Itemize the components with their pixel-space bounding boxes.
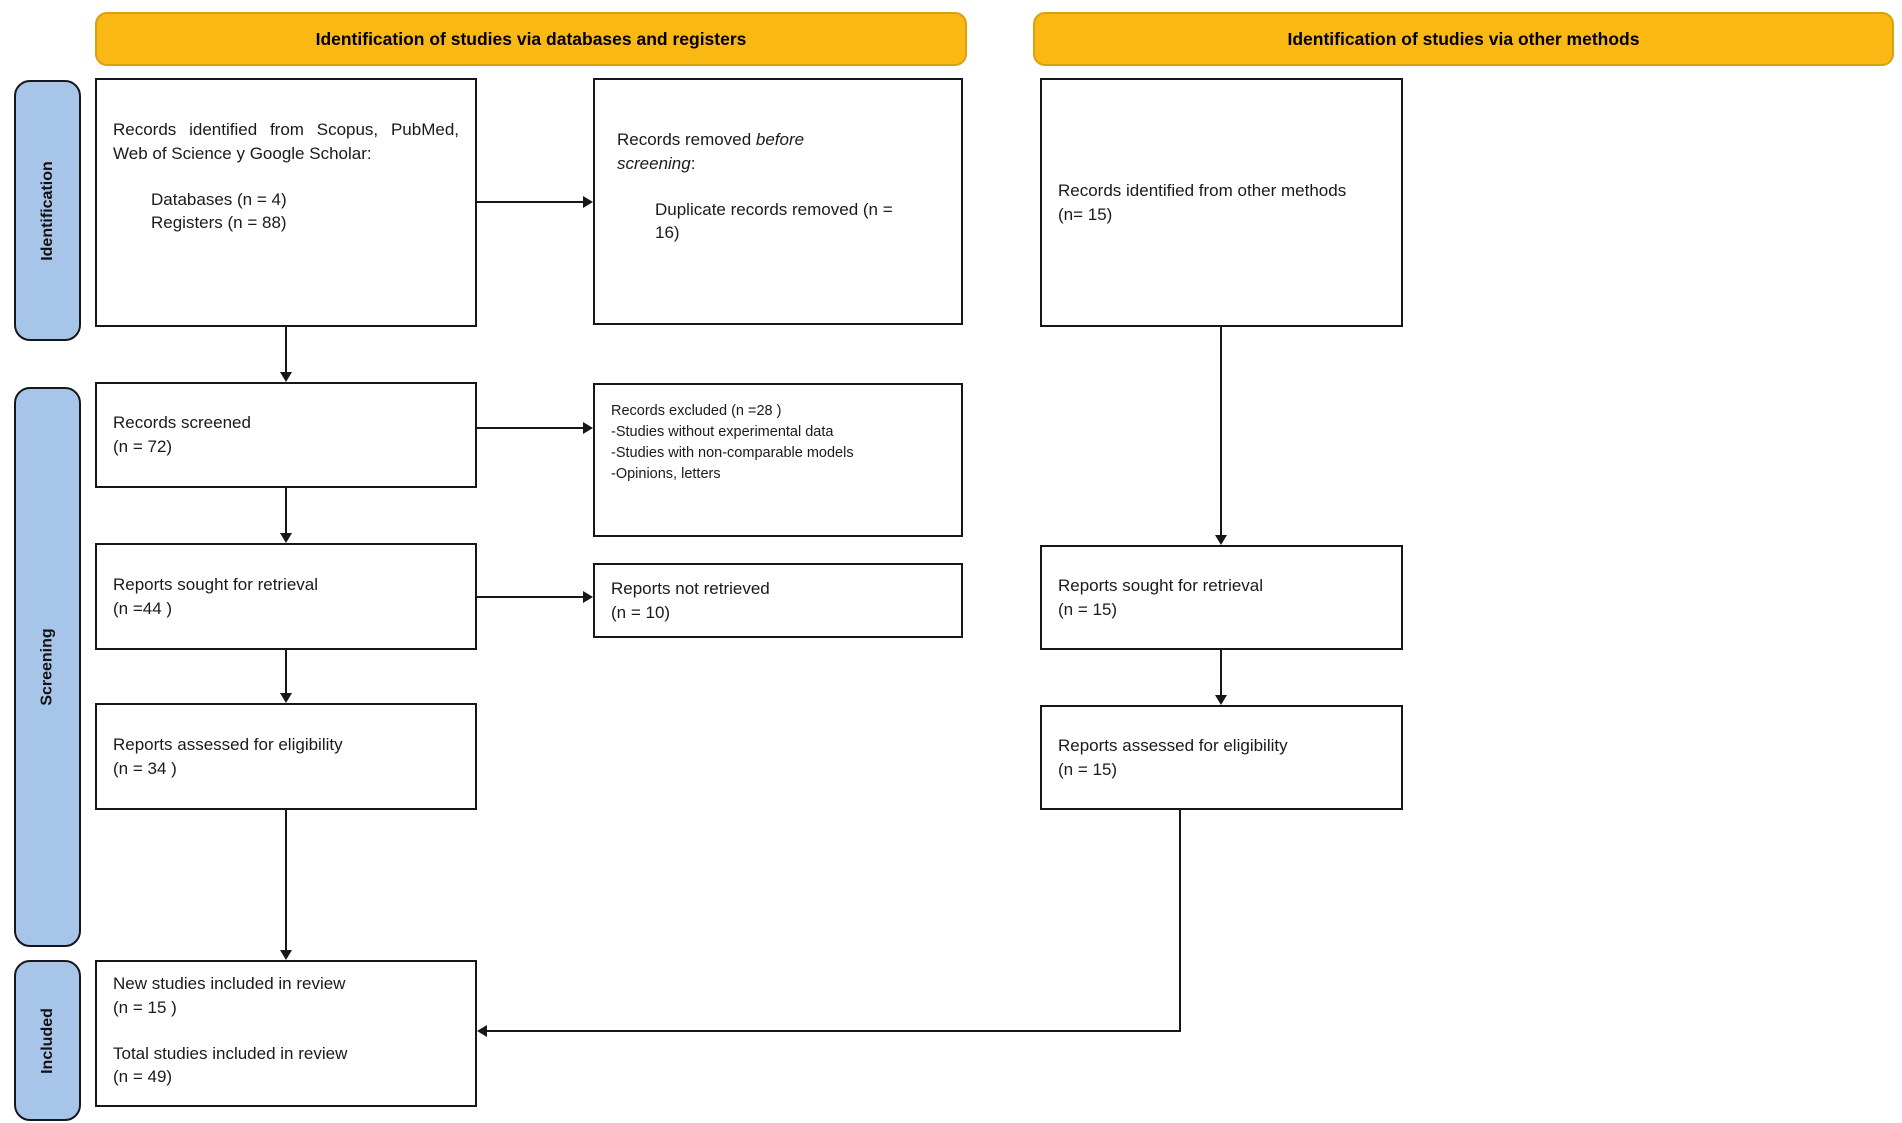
connector-sought-to-assessed-left	[285, 650, 287, 694]
box-records-other-methods: Records identified from other methods (n…	[1040, 78, 1403, 327]
arrowhead-sought-to-assessed-left	[280, 693, 292, 703]
records-identified-intro: Records identified from Scopus, PubMed, …	[113, 120, 459, 163]
connector-screened-to-excluded	[477, 427, 583, 429]
box-reports-not-retrieved: Reports not retrieved (n = 10)	[593, 563, 963, 638]
box-records-removed: Records removed before screening: Duplic…	[593, 78, 963, 325]
box-studies-included: New studies included in review (n = 15 )…	[95, 960, 477, 1107]
reports-sought-right-count: (n = 15)	[1058, 599, 1118, 619]
new-studies-included-count: (n = 15 )	[113, 997, 177, 1017]
reports-not-retrieved-label: Reports not retrieved	[611, 578, 770, 598]
reports-assessed-left-count: (n = 34 )	[113, 758, 177, 778]
box-records-screened: Records screened (n = 72)	[95, 382, 477, 488]
duplicates-removed: Duplicate records removed (n = 16)	[655, 199, 893, 243]
connector-assessed-to-included	[285, 810, 287, 951]
reports-sought-right-label: Reports sought for retrieval	[1058, 575, 1264, 595]
connector-assessed-right-elbow-horizontal	[487, 1030, 1181, 1032]
arrowhead-other-to-sought	[1215, 535, 1227, 545]
arrowhead-screened-to-excluded	[583, 422, 593, 434]
connector-screened-to-sought	[285, 488, 287, 534]
records-excluded-reason-2: -Studies with non-comparable models	[611, 445, 854, 462]
connector-sought-to-assessed-right	[1220, 650, 1222, 696]
connector-other-to-sought	[1220, 327, 1222, 536]
box-reports-sought-left: Reports sought for retrieval (n =44 )	[95, 543, 477, 650]
records-excluded-count: Records excluded (n =28 )	[611, 403, 782, 419]
records-other-methods-label: Records identified from other methods (n…	[1058, 180, 1347, 224]
reports-sought-left-label: Reports sought for retrieval	[113, 574, 319, 594]
connector-assessed-right-elbow-vertical	[1179, 810, 1181, 1032]
header-databases-registers: Identification of studies via databases …	[95, 12, 967, 66]
box-reports-assessed-right: Reports assessed for eligibility (n = 15…	[1040, 705, 1403, 810]
box-records-identified: Records identified from Scopus, PubMed, …	[95, 78, 477, 327]
records-screened-label: Records screened	[113, 413, 251, 433]
connector-identified-to-removed	[477, 201, 583, 203]
arrowhead-assessed-to-included	[280, 950, 292, 960]
box-reports-assessed-left: Reports assessed for eligibility (n = 34…	[95, 703, 477, 810]
stage-label-included: Included	[14, 960, 81, 1121]
total-studies-included-count: (n = 49)	[113, 1067, 173, 1087]
reports-assessed-right-label: Reports assessed for eligibility	[1058, 735, 1288, 755]
reports-assessed-right-count: (n = 15)	[1058, 759, 1118, 779]
arrowhead-sought-to-not-retrieved	[583, 591, 593, 603]
reports-not-retrieved-count: (n = 10)	[611, 602, 671, 622]
stage-label-identification: Identification	[14, 80, 81, 341]
records-identified-databases: Databases (n = 4)	[151, 189, 287, 209]
arrowhead-identified-to-screened	[280, 372, 292, 382]
arrowhead-screened-to-sought	[280, 533, 292, 543]
header-other-methods: Identification of studies via other meth…	[1033, 12, 1894, 66]
records-identified-registers: Registers (n = 88)	[151, 213, 287, 233]
arrowhead-elbow-to-included	[477, 1025, 487, 1037]
arrowhead-sought-to-assessed-right	[1215, 695, 1227, 705]
records-excluded-reason-3: -Opinions, letters	[611, 466, 721, 483]
stage-label-screening: Screening	[14, 387, 81, 947]
records-removed-label: Records removed before screening:	[617, 130, 805, 173]
total-studies-included-label: Total studies included in review	[113, 1043, 348, 1063]
records-excluded-reason-1: -Studies without experimental data	[611, 424, 834, 441]
box-reports-sought-right: Reports sought for retrieval (n = 15)	[1040, 545, 1403, 650]
box-records-excluded: Records excluded (n =28 ) -Studies witho…	[593, 383, 963, 537]
reports-assessed-left-label: Reports assessed for eligibility	[113, 734, 343, 754]
reports-sought-left-count: (n =44 )	[113, 598, 173, 618]
records-screened-count: (n = 72)	[113, 437, 173, 456]
connector-sought-to-not-retrieved	[477, 596, 583, 598]
arrowhead-identified-to-removed	[583, 196, 593, 208]
header-other-methods-label: Identification of studies via other meth…	[1287, 28, 1640, 49]
new-studies-included-label: New studies included in review	[113, 974, 346, 993]
connector-identified-to-screened	[285, 327, 287, 373]
header-databases-registers-label: Identification of studies via databases …	[315, 28, 747, 49]
